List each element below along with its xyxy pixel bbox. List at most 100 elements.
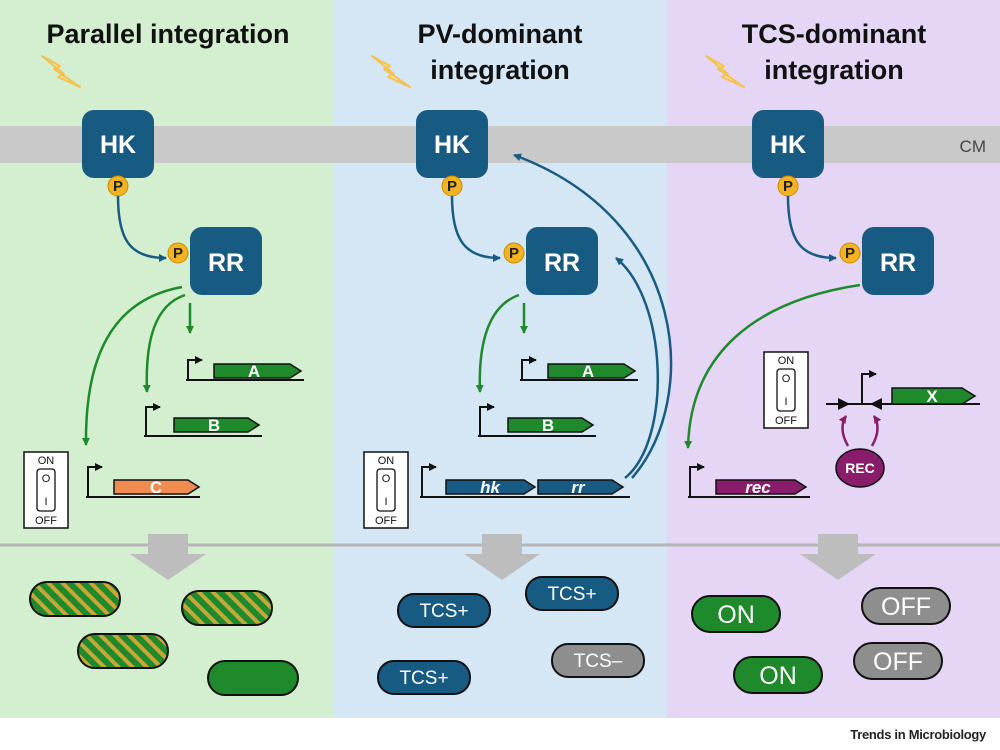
svg-text:I: I (784, 396, 787, 408)
phase-switch-parallel: ON O I OFF (23, 451, 69, 529)
gene-a-pv: A (520, 356, 638, 381)
svg-text:OFF: OFF (375, 515, 397, 527)
title-tcs-line2: integration (764, 55, 904, 85)
title-pv-line1: PV-dominant (417, 19, 582, 49)
svg-text:rec: rec (745, 478, 771, 497)
svg-text:TCS+: TCS+ (399, 668, 448, 689)
svg-text:ON: ON (378, 455, 395, 467)
svg-text:RR: RR (880, 249, 916, 277)
phosphotransfer-arrow-parallel (116, 195, 167, 262)
gene-c-parallel: C (86, 463, 201, 498)
svg-text:ON: ON (778, 355, 795, 367)
svg-text:O: O (382, 473, 391, 485)
inversion-arrow-right-tcs (870, 415, 882, 447)
rr-phospho-tcs: P (839, 242, 861, 264)
phase-switch-tcs: ON O I OFF (763, 351, 809, 429)
svg-text:B: B (208, 416, 220, 435)
svg-text:OFF: OFF (881, 593, 931, 621)
cell-tcs-minus-pv: TCS– (551, 643, 645, 678)
outcome-arrow-parallel (130, 534, 206, 580)
gene-hk-label: hk (480, 478, 501, 497)
svg-text:OFF: OFF (873, 648, 923, 676)
svg-text:P: P (783, 178, 793, 195)
svg-text:ON: ON (38, 455, 55, 467)
hk-protein-tcs: HK (752, 110, 824, 178)
regulation-arrow-c-parallel (81, 285, 183, 446)
svg-text:P: P (447, 178, 457, 195)
cell-tcs-plus-2-pv: TCS+ (525, 576, 619, 611)
gene-b-pv: B (478, 403, 596, 437)
panel-pv-background (333, 0, 667, 718)
regulation-arrow-rec-tcs (684, 283, 861, 449)
svg-text:HK: HK (770, 131, 806, 159)
svg-text:TCS–: TCS– (574, 651, 623, 672)
cell-membrane (0, 126, 1000, 163)
svg-text:ON: ON (717, 601, 755, 629)
hk-phospho-pv: P (441, 175, 463, 197)
svg-text:A: A (582, 362, 594, 381)
svg-text:B: B (542, 416, 554, 435)
svg-text:ON: ON (759, 662, 797, 690)
phosphotransfer-arrow-tcs (786, 195, 837, 262)
cell-off-1-tcs: OFF (861, 587, 951, 625)
title-pv-line2: integration (430, 55, 570, 85)
svg-text:REC: REC (845, 460, 875, 476)
svg-text:O: O (782, 373, 791, 385)
cell-off-2-tcs: OFF (853, 642, 943, 680)
rr-phospho-pv: P (503, 242, 525, 264)
rr-protein-tcs: RR (862, 227, 934, 295)
phosphotransfer-arrow-pv (450, 195, 501, 262)
svg-text:OFF: OFF (35, 515, 57, 527)
svg-text:I: I (44, 496, 47, 508)
outcome-arrow-pv (464, 534, 540, 580)
journal-credit: Trends in Microbiology (850, 727, 986, 742)
rr-protein-pv: RR (526, 227, 598, 295)
svg-text:C: C (150, 478, 162, 497)
gene-rr-label: rr (571, 478, 586, 497)
svg-text:P: P (113, 178, 123, 195)
cell-green-parallel (207, 660, 299, 696)
cell-mixed-1-parallel (29, 581, 121, 617)
svg-text:O: O (42, 473, 51, 485)
svg-text:HK: HK (434, 131, 470, 159)
title-parallel: Parallel integration (46, 19, 289, 49)
gene-b-parallel: B (144, 403, 262, 437)
hk-phospho-parallel: P (107, 175, 129, 197)
svg-text:P: P (845, 245, 855, 262)
svg-text:RR: RR (544, 249, 580, 277)
svg-text:TCS+: TCS+ (419, 601, 468, 622)
feedback-arrow-rr-pv (615, 257, 660, 479)
rr-protein-parallel: RR (190, 227, 262, 295)
cell-mixed-2-parallel (181, 590, 273, 626)
phase-switch-pv: ON O I OFF (363, 451, 409, 529)
svg-text:P: P (173, 245, 183, 262)
cell-tcs-plus-1-pv: TCS+ (397, 593, 491, 628)
cell-on-2-tcs: ON (733, 656, 823, 694)
svg-text:HK: HK (100, 131, 136, 159)
svg-text:I: I (384, 496, 387, 508)
svg-text:RR: RR (208, 249, 244, 277)
cell-mixed-3-parallel (77, 633, 169, 669)
svg-text:X: X (926, 387, 938, 406)
svg-text:TCS+: TCS+ (547, 584, 596, 605)
feedback-arrow-hk-pv (513, 153, 673, 479)
rr-phospho-parallel: P (167, 242, 189, 264)
recombinase-rec-tcs: REC (835, 448, 885, 488)
gene-a-parallel: A (186, 356, 304, 381)
hk-protein-pv: HK (416, 110, 488, 178)
gene-rec-tcs: rec (688, 463, 810, 498)
regulation-arrow-b-parallel (142, 293, 186, 393)
outcome-arrow-tcs (800, 534, 876, 580)
gene-x-tcs: X (826, 370, 980, 410)
svg-text:OFF: OFF (775, 415, 797, 427)
hk-phospho-tcs: P (777, 175, 799, 197)
regulation-arrow-b-pv (475, 293, 520, 393)
tcs-operon-pv: hk rr (420, 463, 630, 498)
lightning-icon-pv (371, 55, 411, 88)
cell-on-1-tcs: ON (691, 595, 781, 633)
svg-text:P: P (509, 245, 519, 262)
hk-protein-parallel: HK (82, 110, 154, 178)
lightning-icon-tcs (705, 55, 745, 88)
lightning-icon-parallel (41, 55, 81, 88)
